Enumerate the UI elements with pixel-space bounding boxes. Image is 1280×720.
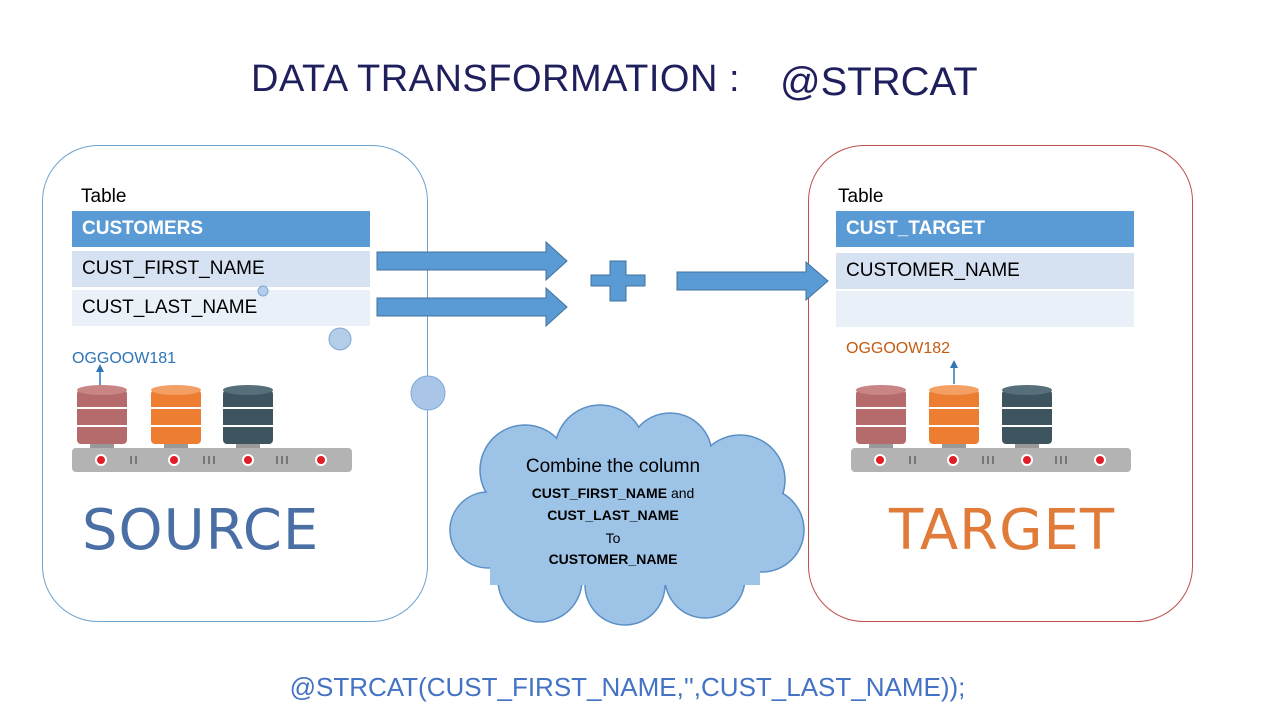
arrow-first-name (376, 240, 568, 282)
cloud-text-line1: Combine the column (525, 456, 701, 477)
db-icon-orange (929, 385, 979, 444)
source-word: SOURCE (82, 498, 320, 563)
source-server-label: OGGOOW181 (72, 350, 177, 367)
rack-base (72, 448, 352, 472)
target-column-empty (836, 291, 1134, 327)
source-table-label: Table (81, 186, 127, 207)
db-icon-dark (1002, 385, 1052, 444)
cloud-text-line5: CUSTOMER_NAME (548, 551, 678, 567)
cloud-fill (451, 406, 803, 624)
source-column-last-name: CUST_LAST_NAME (72, 290, 370, 326)
rack-base (851, 448, 1131, 472)
db-icon-red (77, 385, 127, 444)
db-icon-orange (151, 385, 201, 444)
source-database-rack (72, 385, 352, 472)
target-server-label: OGGOOW182 (846, 340, 951, 357)
arrow-last-name (376, 286, 568, 328)
target-word: TARGET (889, 498, 1116, 563)
strcat-formula: @STRCAT(CUST_FIRST_NAME,'',CUST_LAST_NAM… (289, 672, 966, 702)
cloud-text-line3: CUST_LAST_NAME (547, 507, 679, 523)
bubble-large (410, 375, 446, 411)
source-pointer-head (96, 364, 104, 372)
target-pointer-head (950, 360, 958, 368)
target-table-header: CUST_TARGET (836, 211, 1134, 247)
target-database-rack (851, 385, 1131, 472)
source-column-first-name: CUST_FIRST_NAME (72, 251, 370, 287)
arrow-to-target (676, 260, 829, 302)
source-table-header: CUSTOMERS (72, 211, 370, 247)
diagram-title: DATA TRANSFORMATION : (251, 58, 741, 100)
target-table-label: Table (838, 186, 884, 207)
target-panel (808, 145, 1193, 622)
cloud-text-first-name: CUST_FIRST_NAME (531, 485, 668, 501)
cloud-text-line2: CUST_FIRST_NAME and (532, 485, 695, 501)
plus-icon (590, 260, 646, 302)
bubble-medium (328, 327, 352, 351)
cloud-text-and: and (667, 485, 695, 501)
db-icon-dark (223, 385, 273, 444)
bubble-small (257, 285, 269, 297)
diagram-title-function: @STRCAT (780, 60, 978, 104)
db-icon-red (856, 385, 906, 444)
cloud-text-line4: To (605, 530, 621, 546)
target-column-customer-name: CUSTOMER_NAME (836, 253, 1134, 289)
